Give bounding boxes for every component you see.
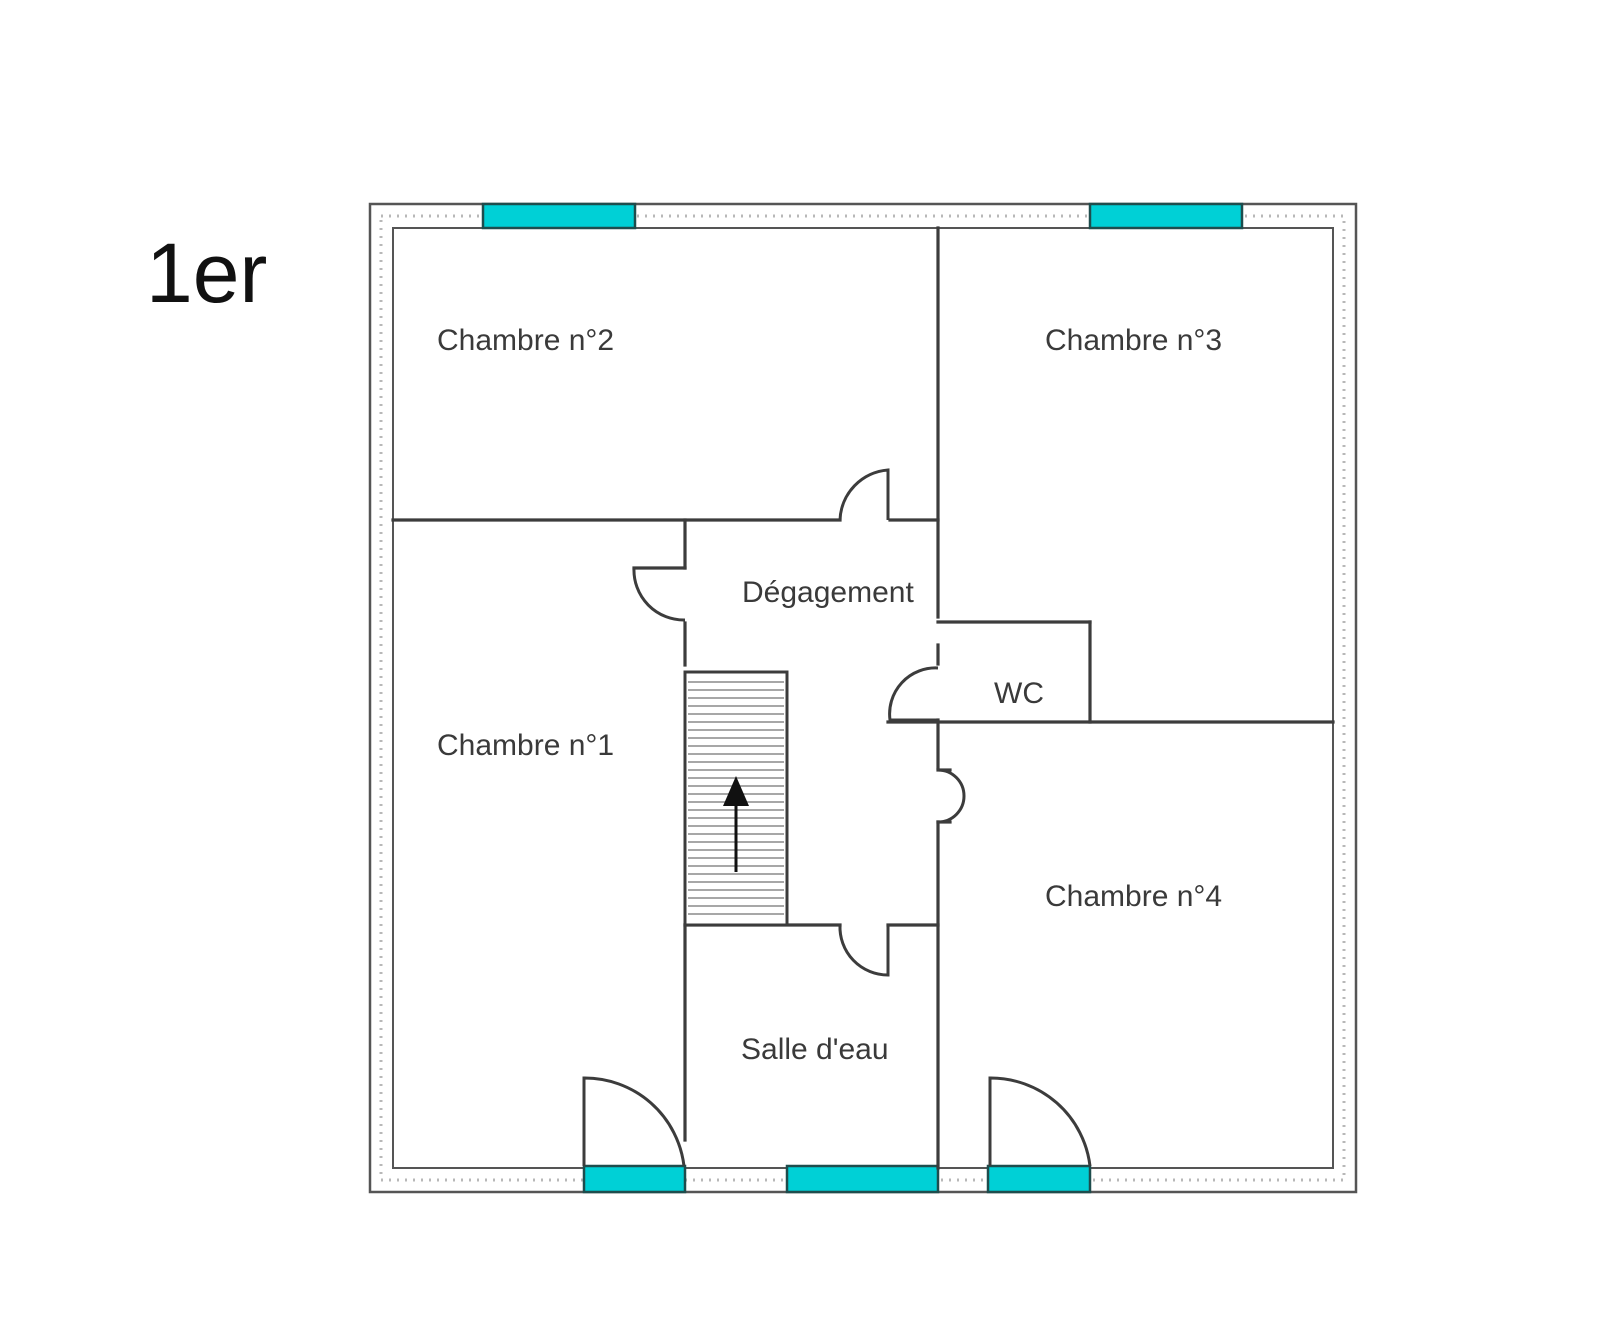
outer-wall [368,202,1358,1194]
door-chambre-1 [632,567,686,622]
stair-treads [688,681,784,915]
window-top-right [1088,202,1244,230]
window-bottom-3 [986,1164,1092,1194]
room-label-degagement: Dégagement [742,576,914,609]
door-chambre-4 [937,768,966,824]
doors [582,468,1092,1167]
staircase [683,670,789,927]
window-bottom-1 [582,1164,687,1194]
room-label-chambre-2: Chambre n°2 [437,324,614,357]
interior-walls [391,226,1335,1170]
room-labels: Chambre n°2 Chambre n°3 Dégagement WC Ch… [437,324,1222,1066]
windows [481,202,1244,1194]
door-exterior-left [582,1076,686,1167]
door-exterior-right [988,1076,1092,1167]
room-label-chambre-3: Chambre n°3 [1045,324,1222,357]
floor-label: 1er [146,226,267,320]
door-salle-eau [838,924,890,977]
window-bottom-2 [785,1164,940,1194]
door-degagement-top [838,468,890,521]
room-label-chambre-4: Chambre n°4 [1045,880,1222,913]
room-label-chambre-1: Chambre n°1 [437,729,614,762]
room-label-salle-eau: Salle d'eau [741,1033,889,1066]
window-top-left [481,202,637,230]
door-wc [888,666,939,722]
stair-arrow-head [723,776,749,806]
room-label-wc: WC [994,677,1044,710]
